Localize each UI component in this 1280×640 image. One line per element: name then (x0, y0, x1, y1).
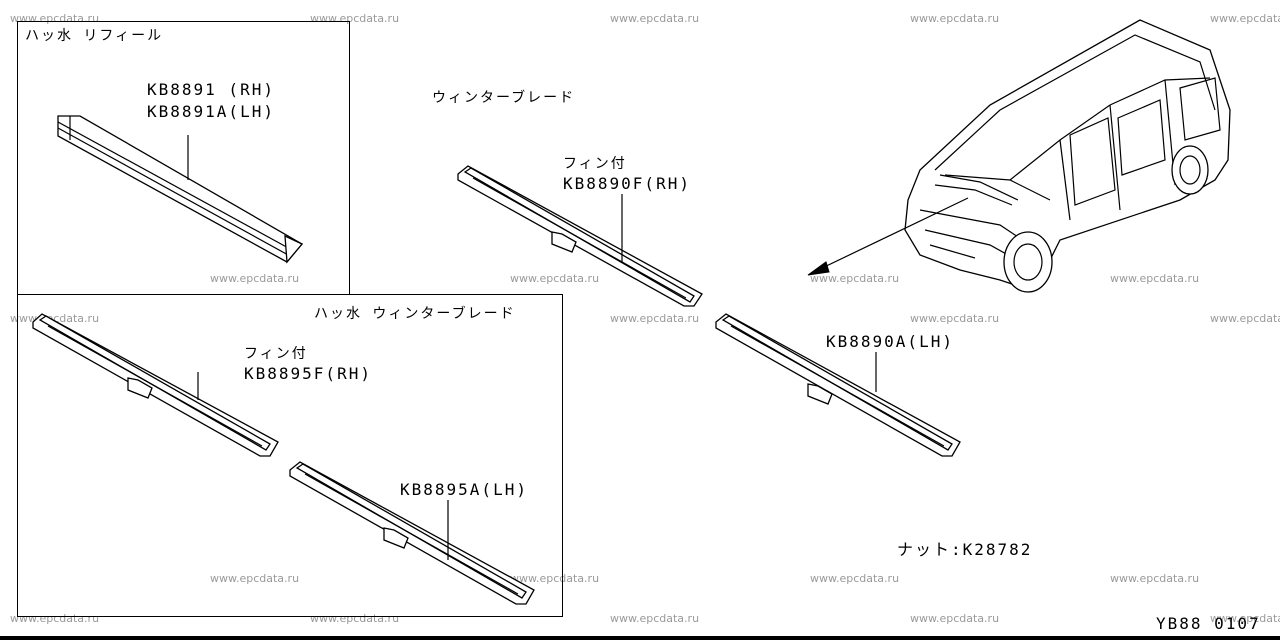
watermark: www.epcdata.ru (610, 312, 700, 325)
watermark: www.epcdata.ru (910, 12, 1000, 25)
repellent-winter-blade-rh[interactable] (32, 313, 279, 457)
nut-part-number[interactable]: ナット:K28782 (897, 540, 1033, 559)
watermark: www.epcdata.ru (1110, 572, 1200, 585)
refill-box-title: ハッ水 リフィール (25, 28, 164, 44)
repellent-winter-blade-lh[interactable] (289, 461, 535, 605)
watermark: www.epcdata.ru (1210, 12, 1280, 25)
fin-note-repellent: フィン付 (244, 346, 308, 362)
watermark: www.epcdata.ru (810, 272, 900, 285)
part-kb8890a-lh[interactable]: KB8890A(LH) (826, 332, 954, 351)
winter-blade-title: ウィンターブレード (432, 90, 576, 106)
winter-blade-rh[interactable] (457, 165, 703, 307)
watermark: www.epcdata.ru (1110, 272, 1200, 285)
fin-note-winter: フィン付 (563, 156, 627, 172)
winter-blade-lh[interactable] (715, 313, 961, 457)
watermark: www.epcdata.ru (1210, 612, 1280, 625)
diagram-code: YB88 0107 (1156, 614, 1261, 633)
minivan-illustration (904, 19, 1231, 293)
part-kb8891-rh[interactable]: KB8891 (RH) (147, 80, 275, 99)
bottom-border (0, 636, 1280, 640)
watermark: www.epcdata.ru (910, 312, 1000, 325)
watermark: www.epcdata.ru (210, 272, 300, 285)
repellent-winter-box-title: ハッ水 ウィンターブレード (314, 306, 516, 322)
part-kb8895f-rh[interactable]: KB8895F(RH) (244, 364, 372, 383)
watermark: www.epcdata.ru (610, 12, 700, 25)
watermark: www.epcdata.ru (210, 572, 300, 585)
watermark: www.epcdata.ru (610, 612, 700, 625)
watermark: www.epcdata.ru (310, 612, 400, 625)
watermark: www.epcdata.ru (510, 272, 600, 285)
part-kb8890f-rh[interactable]: KB8890F(RH) (563, 174, 691, 193)
arrow (807, 197, 969, 276)
watermark: www.epcdata.ru (510, 572, 600, 585)
part-kb8895a-lh[interactable]: KB8895A(LH) (400, 480, 528, 499)
watermark: www.epcdata.ru (1210, 312, 1280, 325)
watermark: www.epcdata.ru (910, 612, 1000, 625)
part-kb8891a-lh[interactable]: KB8891A(LH) (147, 102, 275, 121)
refill-strip[interactable] (57, 115, 304, 264)
watermark: www.epcdata.ru (10, 612, 100, 625)
watermark: www.epcdata.ru (810, 572, 900, 585)
repellent-winter-blade-box (17, 294, 563, 617)
watermark: www.epcdata.ru (10, 312, 100, 325)
